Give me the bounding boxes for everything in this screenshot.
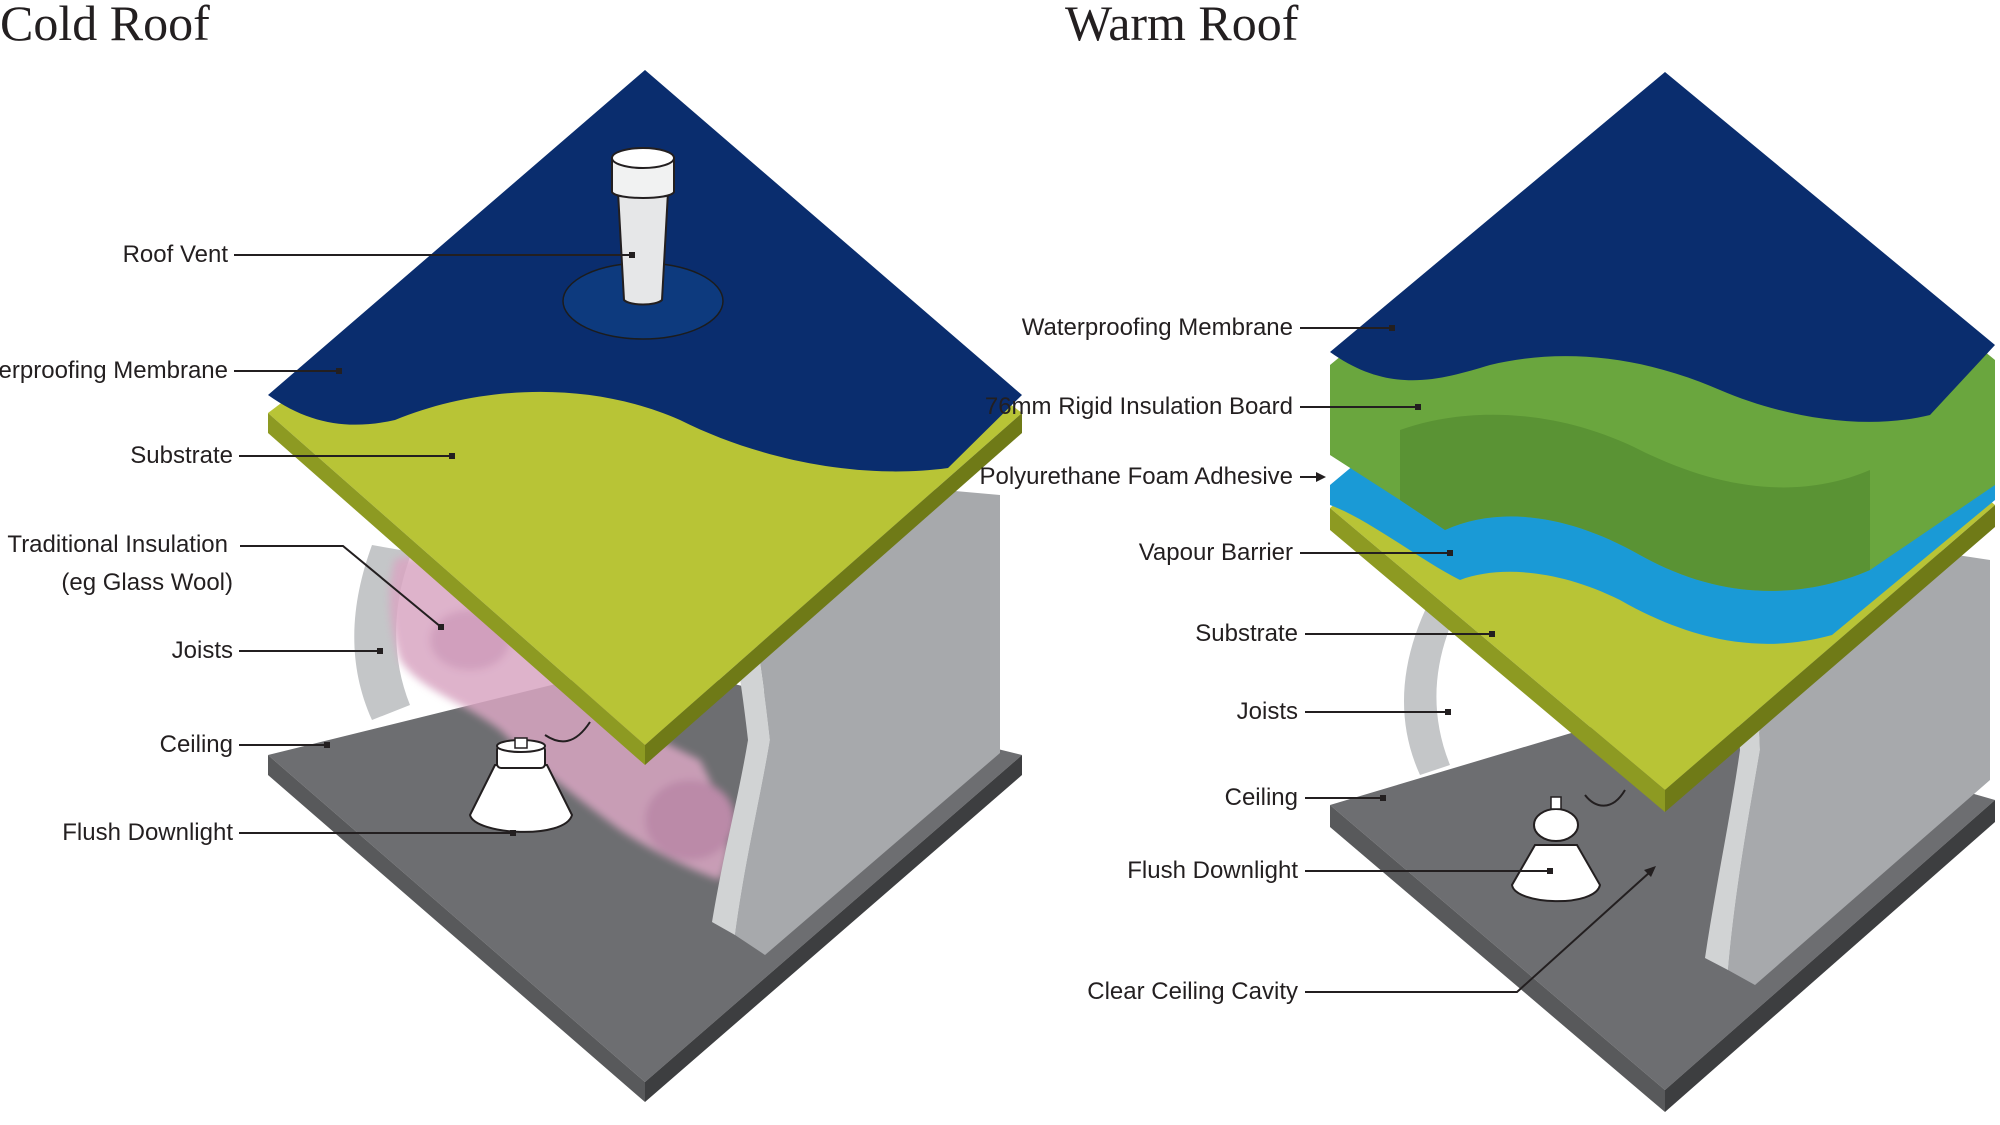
label-warm-waterproofing-membrane: Waterproofing Membrane [1022,314,1293,341]
label-warm-flush-downlight: Flush Downlight [1127,857,1298,884]
label-cold-flush-downlight: Flush Downlight [62,819,233,846]
label-cold-waterproofing-membrane: Waterproofing Membrane [0,357,228,384]
label-cold-substrate: Substrate [130,442,233,469]
warm-callouts: Waterproofing Membrane 76mm Rigid Insula… [979,314,1656,1005]
cold-roof-diagram: Cold Roof [0,0,1022,1102]
cold-callouts: Roof Vent Waterproofing Membrane Substra… [0,241,635,846]
label-vapour-barrier: Vapour Barrier [1139,539,1293,566]
cold-roof-title: Cold Roof [0,0,210,51]
warm-joist-left [1403,600,1455,775]
cold-flush-downlight [468,721,591,833]
label-traditional-insulation: Traditional Insulation [7,531,228,558]
warm-flush-downlight [1510,789,1626,903]
label-cold-ceiling: Ceiling [160,731,233,758]
label-cold-joists: Joists [172,637,233,664]
label-roof-vent: Roof Vent [123,241,229,268]
label-traditional-insulation-note: (eg Glass Wool) [61,569,233,596]
warm-waterproofing-membrane [1330,72,1995,422]
label-rigid-insulation-board: 76mm Rigid Insulation Board [985,393,1293,420]
label-clear-ceiling-cavity: Clear Ceiling Cavity [1087,978,1298,1005]
label-polyurethane-foam-adhesive: Polyurethane Foam Adhesive [979,463,1293,490]
label-warm-substrate: Substrate [1195,620,1298,647]
label-warm-joists: Joists [1237,698,1298,725]
warm-roof-title: Warm Roof [1065,0,1299,51]
label-warm-ceiling: Ceiling [1225,784,1298,811]
warm-roof-diagram: Warm Roof [979,0,1995,1112]
roof-vent [562,147,724,340]
